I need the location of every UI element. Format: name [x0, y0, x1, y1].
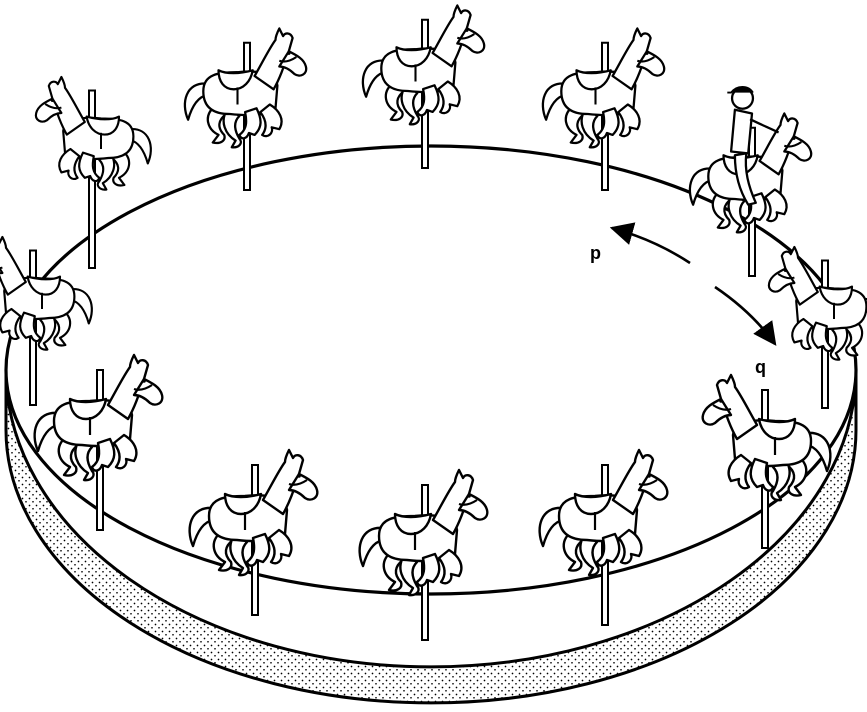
- label-p: p: [590, 243, 601, 263]
- label-q: q: [755, 357, 766, 377]
- carousel-horse: [363, 5, 484, 168]
